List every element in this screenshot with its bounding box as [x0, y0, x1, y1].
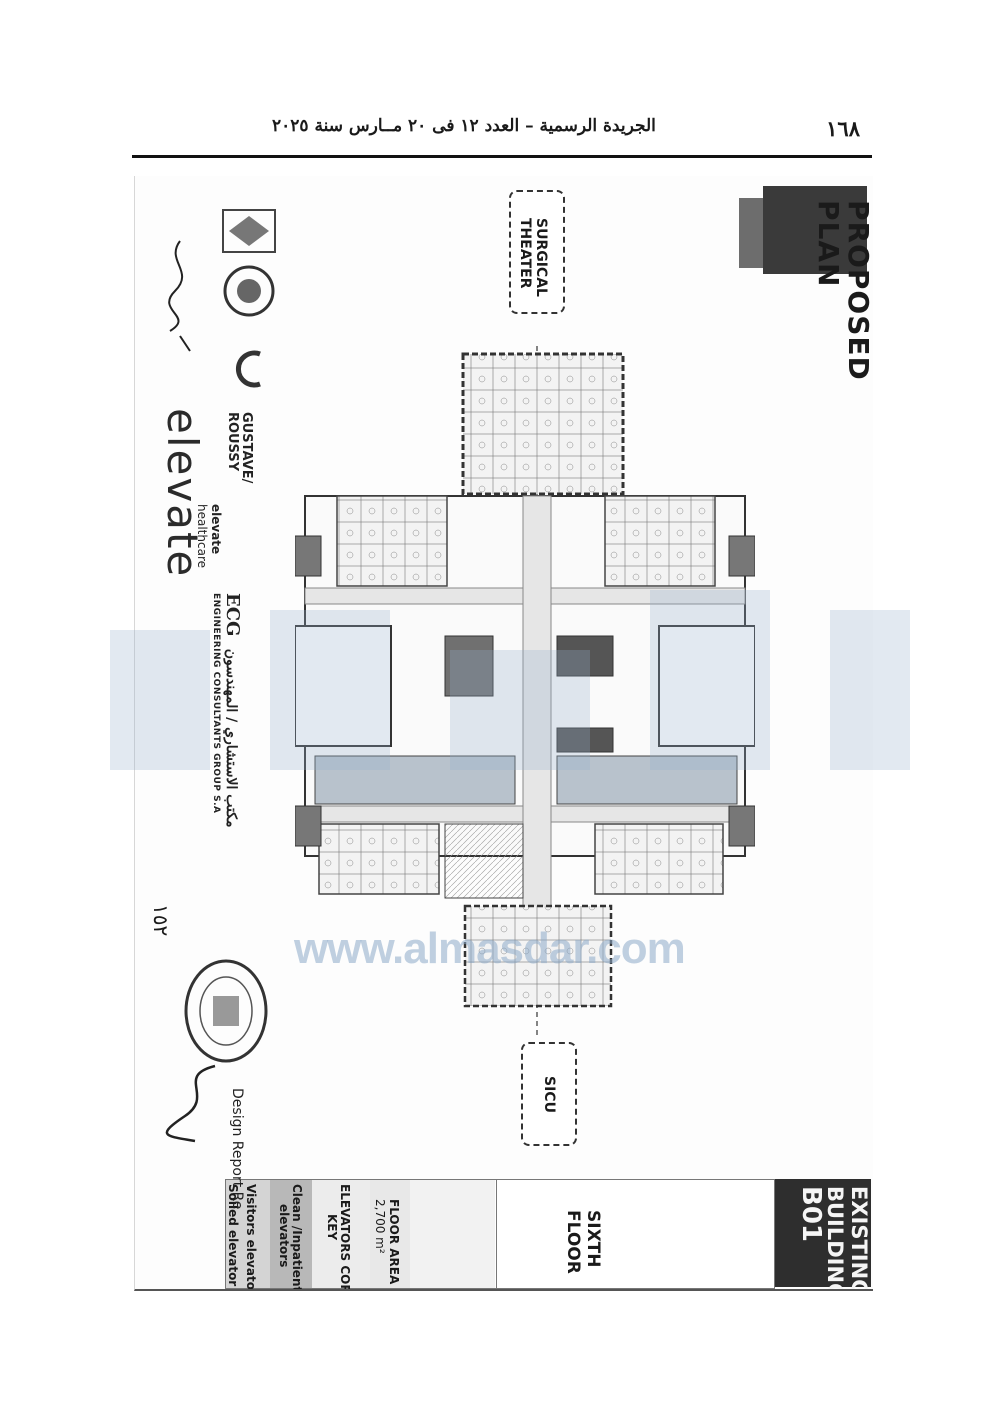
ecg-logo: ECG مكتب الاستشاري / المهندسون: [222, 593, 243, 827]
building-banner: [775, 1179, 871, 1287]
key-col-clean: [312, 1180, 371, 1288]
page-number: ١٦٨: [826, 116, 860, 141]
surgical-theater-line1: SURGICAL: [533, 218, 549, 297]
floor-box: [495, 1179, 775, 1289]
floor-line2: FLOOR: [563, 1210, 583, 1274]
plan-title: PROPOSED PLAN: [812, 200, 873, 381]
right-upper-wing: [604, 495, 716, 587]
sicu-label-box: [521, 1042, 577, 1146]
watermark-url: www.almasdar.com: [294, 924, 686, 973]
ecg-subtitle: ENGINEERING CONSULTANTS GROUP S.A: [211, 593, 221, 814]
ministry-seal-icon: [223, 265, 275, 317]
key-col-visitors: [270, 1180, 313, 1288]
floor-line1: SIXTH: [583, 1210, 603, 1268]
stair-right-top: [728, 535, 755, 577]
building-line3: B01: [796, 1186, 826, 1242]
sicu-label: SICU: [541, 1076, 557, 1113]
key-title-line2: KEY: [325, 1214, 339, 1241]
floor-title: SIXTH FLOOR: [563, 1210, 603, 1274]
plan-banner: [763, 186, 867, 274]
design-report-text: Design Report Re: [229, 1088, 245, 1210]
surgical-theater-label-box: [509, 190, 565, 314]
ecg-title: ECG: [222, 593, 243, 637]
left-lower-wing: [318, 823, 440, 895]
gustave-line1: GUSTAVE/: [239, 412, 254, 484]
building-line2: BUILDING -: [823, 1186, 847, 1291]
gustave-line4: healthcare: [195, 504, 209, 568]
building-line1: EXISTING: [847, 1186, 871, 1291]
key-title-line1: ELEVATORS CORE: [338, 1184, 352, 1291]
plan-title-line1: PROPOSED: [842, 200, 873, 381]
header-rule: [132, 155, 872, 158]
stair-left-top: [295, 535, 322, 577]
left-elevator-core: [295, 625, 392, 747]
core-dark-right-lower: [556, 727, 614, 753]
signature-bottom: [165, 1064, 216, 1143]
page-header: ١٦٨ الجريدة الرسمية – العدد ١٢ فى ٢٠ مــ…: [132, 116, 872, 144]
floor-plan-drawing: [295, 346, 755, 1036]
official-stamp: [184, 959, 268, 1063]
operating-rooms-block: [461, 352, 625, 496]
gazette-title: الجريدة الرسمية – العدد ١٢ فى ٢٠ مــارس …: [272, 116, 656, 136]
right-lower-wing: [594, 823, 724, 895]
floor-area: FLOOR AREA 2,700 m²: [373, 1199, 401, 1284]
sicu-wing: [463, 904, 613, 1008]
right-elevator-core: [658, 625, 755, 747]
sicu-station: [444, 823, 524, 899]
bay-right-shaded: [556, 755, 738, 805]
elevate-healthcare: elevate healthcare: [195, 504, 223, 568]
key-item-clean: Clean /Inpatient elevators: [277, 1184, 304, 1291]
gustave-roussy-logo: GUSTAVE/ ROUSSY: [225, 412, 254, 484]
key-item-visitors: Visitors elevators: [244, 1184, 258, 1291]
key-item1-line1: Clean /Inpatient: [290, 1184, 304, 1291]
bay-left-shaded: [314, 755, 516, 805]
surgical-theater-line2: THEATER: [517, 218, 533, 289]
signature-top: [168, 240, 191, 352]
egypt-emblem-icon: [222, 209, 276, 253]
floor-area-value: 2,700 m²: [373, 1199, 387, 1254]
ecg-arabic: مكتب الاستشاري / المهندسون: [223, 648, 239, 828]
left-upper-wing: [336, 495, 448, 587]
floor-area-label: FLOOR AREA: [387, 1199, 401, 1285]
plan-title-line2: PLAN: [812, 200, 845, 288]
key-col-title: [370, 1180, 411, 1288]
surgical-theater-label: SURGICAL THEATER: [517, 218, 549, 297]
gustave-line2: ROUSSY: [225, 412, 240, 472]
cancer-center-logo-icon: [236, 350, 261, 388]
elevator-key-title: ELEVATORS CORE KEY: [325, 1184, 352, 1291]
handwritten-number: ١٥٢: [149, 904, 173, 937]
plan-sheet: PROPOSED PLAN SURGICAL THEATER SICU: [134, 176, 873, 1291]
key-item1-line2: elevators: [277, 1204, 291, 1268]
stair-left-bottom: [295, 805, 322, 847]
stair-right-bottom: [728, 805, 755, 847]
key-col-area: [410, 1180, 495, 1288]
gustave-line3: elevate: [209, 504, 223, 555]
elevator-key-table: [225, 1179, 497, 1289]
building-title: EXISTING BUILDING - B01: [796, 1186, 871, 1291]
core-dark-left: [444, 635, 494, 697]
core-dark-right: [556, 635, 614, 677]
